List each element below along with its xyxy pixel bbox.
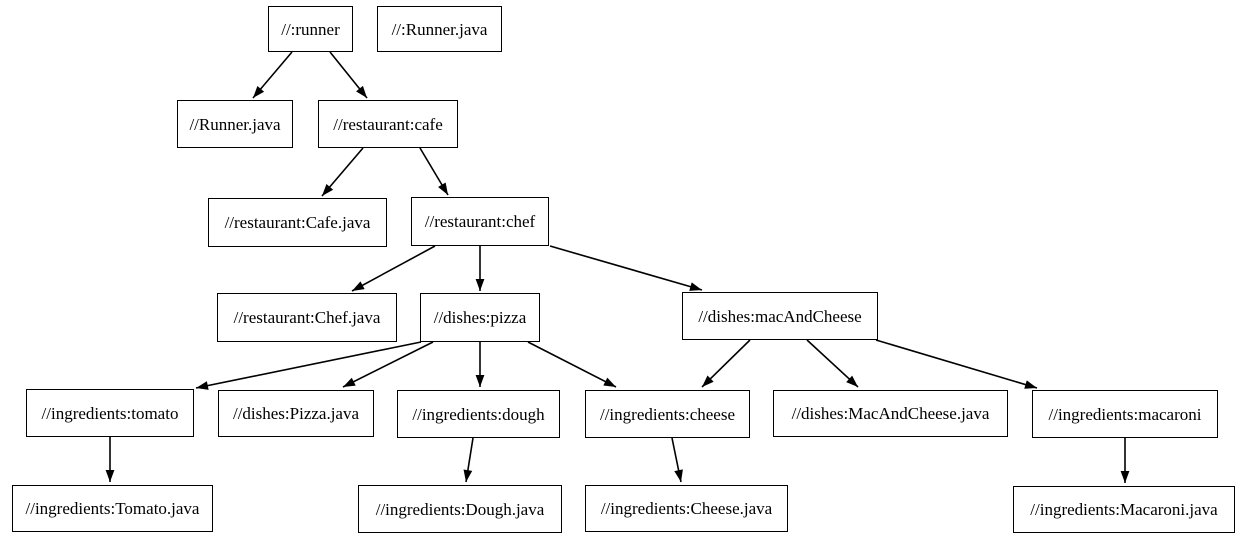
edge-mac-and-cheese-to-cheese — [701, 339, 751, 388]
node-root-runner-java: //:Runner.java — [377, 6, 502, 52]
node-dishes-mac-and-cheese-java: //dishes:MacAndCheese.java — [773, 390, 1008, 437]
edge-dough-to-dough-java — [463, 437, 474, 483]
edge-mac-and-cheese-to-mac-and-cheese-java — [806, 339, 859, 388]
node-restaurant-cafe: //restaurant:cafe — [318, 100, 458, 148]
edge-cheese-to-cheese-java — [671, 437, 683, 483]
node-dishes-pizza: //dishes:pizza — [420, 293, 540, 342]
node-ingredients-cheese: //ingredients:cheese — [585, 390, 750, 438]
edge-cafe-to-cafe-java — [321, 147, 364, 197]
edge-chef-to-chef-java — [351, 245, 436, 292]
edge-runner-to-runner-java — [252, 51, 293, 99]
node-dishes-mac-and-cheese: //dishes:macAndCheese — [682, 292, 878, 340]
node-runner: //:runner — [268, 6, 353, 52]
node-ingredients-tomato-java: //ingredients:Tomato.java — [12, 485, 213, 532]
node-ingredients-dough-java: //ingredients:Dough.java — [358, 485, 562, 533]
node-dishes-pizza-java: //dishes:Pizza.java — [218, 390, 374, 437]
edge-cafe-to-chef — [419, 147, 449, 196]
node-restaurant-chef: //restaurant:chef — [411, 197, 549, 246]
node-ingredients-cheese-java: //ingredients:Cheese.java — [585, 485, 788, 532]
node-restaurant-chef-java: //restaurant:Chef.java — [217, 293, 397, 342]
node-ingredients-tomato: //ingredients:tomato — [26, 389, 194, 437]
node-ingredients-macaroni-java: //ingredients:Macaroni.java — [1013, 486, 1235, 533]
node-runner-java: //Runner.java — [177, 100, 293, 148]
node-ingredients-macaroni: //ingredients:macaroni — [1032, 390, 1218, 438]
edge-runner-to-restaurant-cafe — [329, 51, 368, 99]
edge-chef-to-mac-and-cheese — [549, 245, 703, 291]
node-ingredients-dough: //ingredients:dough — [397, 390, 560, 438]
edge-pizza-to-cheese — [527, 341, 617, 388]
edge-mac-and-cheese-to-macaroni — [875, 339, 1038, 389]
edge-pizza-to-tomato — [195, 341, 422, 390]
node-restaurant-cafe-java: //restaurant:Cafe.java — [208, 198, 387, 247]
edge-pizza-to-pizza-java — [342, 341, 434, 388]
